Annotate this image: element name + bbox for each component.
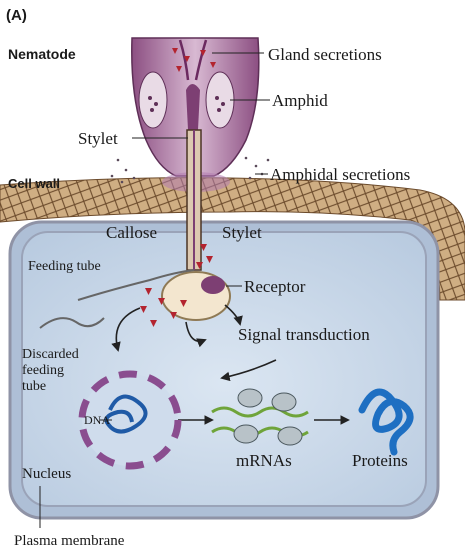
stylet-label-top: Stylet <box>78 129 118 148</box>
receptor <box>201 276 225 294</box>
feeding-tube-label: Feeding tube <box>28 259 101 274</box>
left-amphid <box>139 72 167 128</box>
stylet <box>187 130 201 270</box>
mrnas-label: mRNAs <box>236 451 292 470</box>
receptor-label: Receptor <box>244 277 306 296</box>
dna-label: DNA <box>84 413 110 427</box>
nucleus-label: Nucleus <box>22 466 71 482</box>
gland-secretions-label: Gland secretions <box>268 45 382 64</box>
proteins-label: Proteins <box>352 451 408 470</box>
discarded-label-2: feeding <box>22 363 64 378</box>
amphid-label: Amphid <box>272 91 328 110</box>
nematode-label: Nematode <box>8 46 76 62</box>
callose-label: Callose <box>106 223 157 242</box>
discarded-label-1: Discarded <box>22 347 79 362</box>
discarded-label-3: tube <box>22 379 46 394</box>
stylet-label-bottom: Stylet <box>222 223 262 242</box>
right-amphid <box>206 72 234 128</box>
plasma-membrane-label: Plasma membrane <box>14 533 125 549</box>
panel-label: (A) <box>6 7 27 24</box>
amphidal-secretions-label: Amphidal secretions <box>270 165 410 184</box>
cell-wall-label: Cell wall <box>8 176 60 191</box>
signal-transduction-label: Signal transduction <box>238 325 370 344</box>
